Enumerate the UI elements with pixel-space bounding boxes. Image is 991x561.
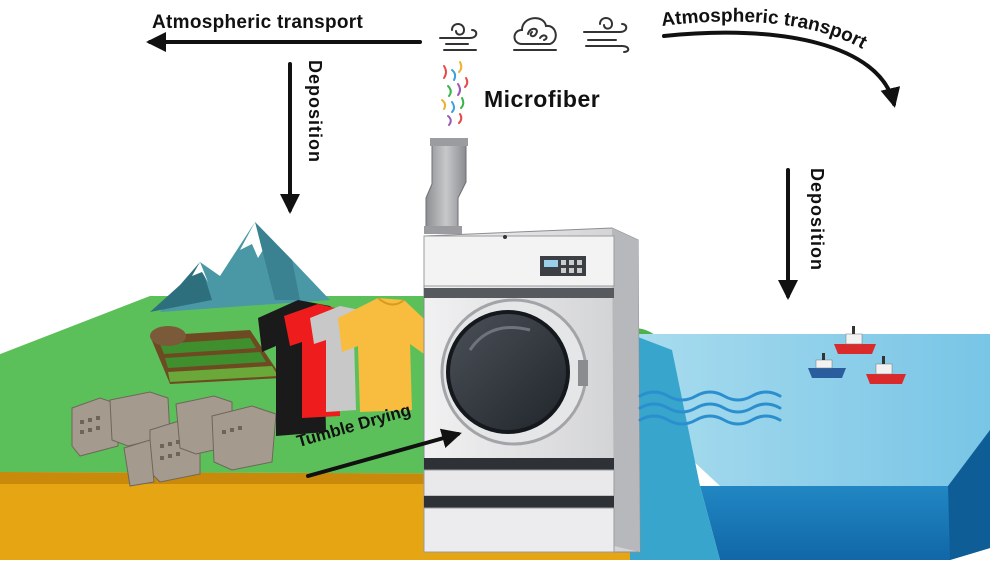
ocean-side [700,430,990,560]
ocean-block [630,334,990,560]
ocean-waves [638,390,782,426]
wind-swirl-icon [439,23,478,51]
atmospheric-transport-right-arrow [662,30,901,108]
cloud-swirl-icon [513,17,557,51]
exhaust-pipe [424,138,468,234]
wind-swirl-icon [583,17,630,53]
clothes [258,297,440,436]
tumble-drying-arrow [306,428,462,478]
factories [71,391,277,487]
ships [808,326,906,384]
mountains [150,222,330,312]
deposition-right-label: Deposition [807,168,827,271]
tumble-dryer [423,227,641,553]
farm-fields [150,326,282,384]
ship-icon [808,353,846,378]
atmospheric-transport-left-label: Atmospheric transport [152,12,364,33]
yellow-shirt [338,298,440,412]
ocean-surface [630,334,990,486]
deposition-left-label: Deposition [305,60,325,163]
flow-arrows [146,30,901,478]
dryer-door [446,310,570,434]
ship-icon [834,326,876,354]
atmospheric-transport-right-label: Atmospheric transport [660,5,871,53]
ship-icon [866,356,906,384]
microfiber-particles [441,61,469,126]
microfiber-label: Microfiber [484,86,601,112]
